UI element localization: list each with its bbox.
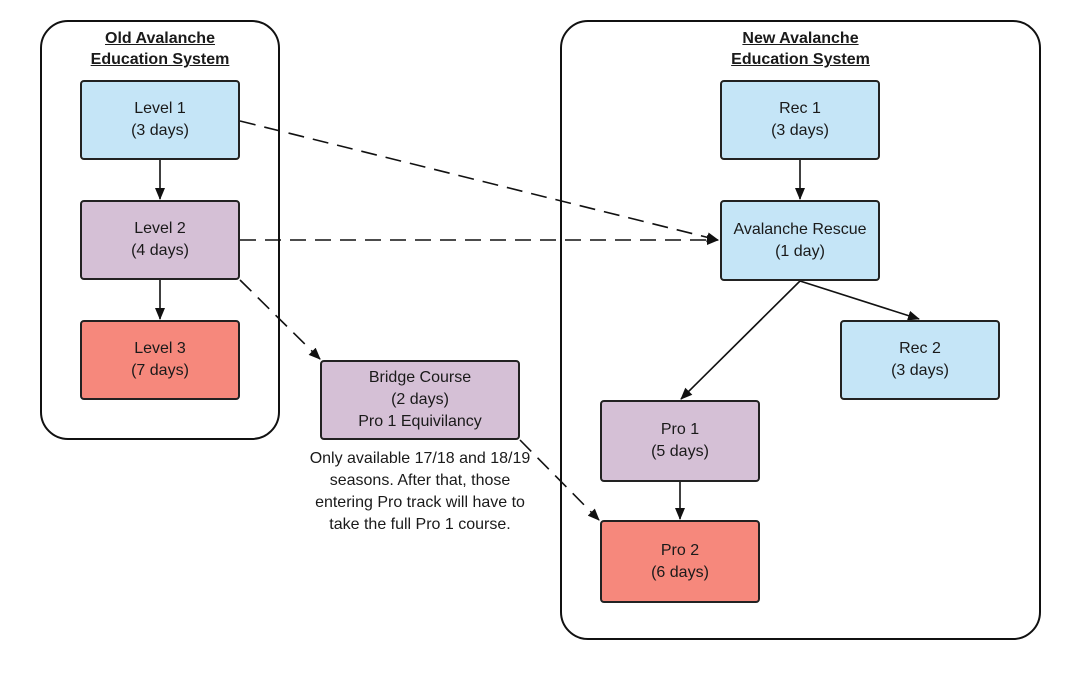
bridge-course-name: Bridge Course <box>368 369 472 386</box>
old-system-title: Old Avalanche Education System <box>42 28 278 70</box>
dashed-arrow-level2-to-bridge <box>239 279 321 360</box>
old-system-title-line1: Old Avalanche <box>105 30 215 47</box>
rec2-name: Rec 2 <box>899 340 941 357</box>
pro2-name: Pro 2 <box>660 541 700 559</box>
arrow-rescue-to-pro1 <box>680 280 801 400</box>
arrow-rescue-to-rec2 <box>799 280 920 321</box>
avalanche-rescue-box: Avalanche Rescue (1 day) <box>720 200 880 281</box>
level1-duration: (3 days) <box>131 122 189 139</box>
avalanche-rescue-name: Avalanche Rescue <box>733 220 867 238</box>
level1-box: Level 1 (3 days) <box>80 80 240 160</box>
new-system-title: New Avalanche Education System <box>562 28 1039 70</box>
level3-box: Level 3 (7 days) <box>80 320 240 400</box>
level2-duration: (4 days) <box>131 242 189 259</box>
old-system-title-line2: Education System <box>90 51 230 68</box>
rec2-duration: (3 days) <box>891 362 949 379</box>
pro2-box: Pro 2 (6 days) <box>600 520 760 603</box>
level2-name: Level 2 <box>134 220 186 237</box>
dashed-arrow-bridge-to-pro2 <box>519 439 600 521</box>
rec1-box: Rec 1 (3 days) <box>720 80 880 160</box>
rec2-box: Rec 2 (3 days) <box>840 320 1000 400</box>
bridge-course-note: Only available 17/18 and 18/19 seasons. … <box>309 450 531 533</box>
pro1-box: Pro 1 (5 days) <box>600 400 760 482</box>
bridge-course-box: Bridge Course (2 days) Pro 1 Equivilancy <box>320 360 520 440</box>
new-system-title-line2: Education System <box>731 51 870 68</box>
pro1-name: Pro 1 <box>660 421 700 438</box>
rec1-duration: (3 days) <box>771 122 829 139</box>
dashed-arrow-level1-to-rescue <box>239 120 719 243</box>
new-system-container: New Avalanche Education System <box>560 20 1041 640</box>
level2-box: Level 2 (4 days) <box>80 200 240 280</box>
rec1-name: Rec 1 <box>779 100 821 117</box>
level3-name: Level 3 <box>134 340 186 357</box>
pro2-duration: (6 days) <box>651 563 709 581</box>
bridge-course-subtitle: Pro 1 Equivilancy <box>358 413 482 430</box>
level1-name: Level 1 <box>134 100 186 117</box>
bridge-course-duration: (2 days) <box>391 391 449 408</box>
level3-duration: (7 days) <box>131 362 189 379</box>
old-system-container: Old Avalanche Education System <box>40 20 280 440</box>
avalanche-rescue-duration: (1 day) <box>775 242 825 260</box>
pro1-duration: (5 days) <box>651 443 709 460</box>
new-system-title-line1: New Avalanche <box>742 30 859 47</box>
